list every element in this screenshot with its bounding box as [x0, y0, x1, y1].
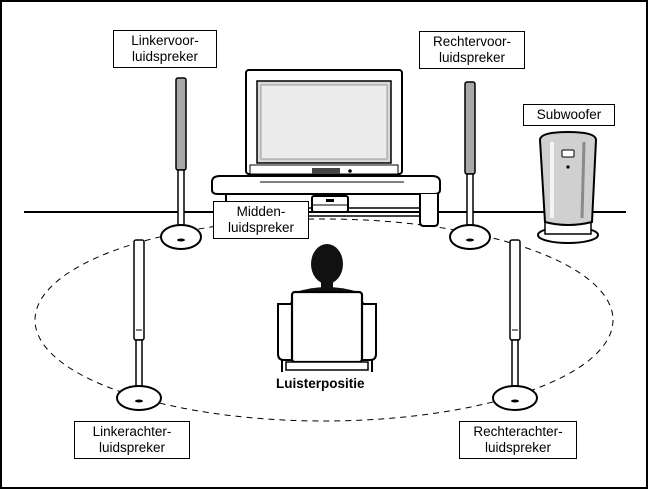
center-speaker-label: Midden- luidspreker	[213, 201, 309, 239]
tv	[245, 69, 403, 175]
front-left-label-line-2: luidspreker	[131, 49, 199, 64]
front-right-label-line-1: Rechtervoor-	[432, 34, 512, 49]
subwoofer-label-text: Subwoofer	[536, 107, 602, 122]
subwoofer	[537, 130, 599, 244]
front-left-label-line-1: Linkervoor-	[131, 33, 199, 48]
rear-left-label-line-2: luidspreker	[98, 440, 166, 455]
center-label-line-2: luidspreker	[227, 220, 295, 235]
listening-position-label: Luisterpositie	[276, 376, 365, 391]
listening-area-ellipse	[34, 218, 614, 422]
center-speaker	[311, 195, 349, 213]
rear-left-speaker	[116, 239, 162, 411]
center-label-line-1: Midden-	[236, 204, 286, 219]
front-left-speaker-label: Linkervoor- luidspreker	[113, 30, 217, 68]
subwoofer-label: Subwoofer	[523, 104, 615, 126]
rear-left-label-line-1: Linkerachter-	[92, 424, 172, 439]
front-left-speaker	[160, 77, 202, 250]
front-right-label-line-2: luidspreker	[438, 50, 506, 65]
front-right-speaker	[449, 81, 491, 250]
rear-right-label-line-1: Rechterachter-	[473, 424, 563, 439]
rear-right-speaker-label: Rechterachter- luidspreker	[459, 421, 577, 459]
front-right-speaker-label: Rechtervoor- luidspreker	[419, 31, 525, 69]
rear-left-speaker-label: Linkerachter- luidspreker	[74, 421, 190, 459]
rear-right-speaker	[492, 239, 538, 411]
chair	[277, 290, 377, 372]
rear-right-label-line-2: luidspreker	[484, 440, 552, 455]
